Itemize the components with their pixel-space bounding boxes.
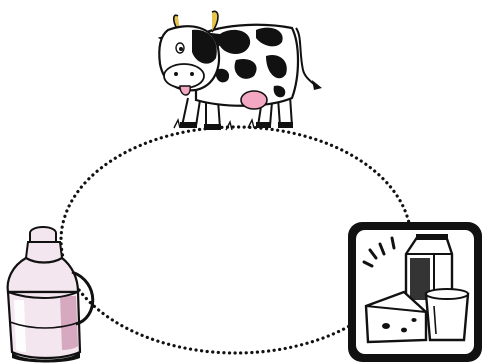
milk-churn-icon [8, 227, 93, 363]
cow-icon [159, 11, 322, 130]
dairy-products-icon [348, 222, 482, 362]
